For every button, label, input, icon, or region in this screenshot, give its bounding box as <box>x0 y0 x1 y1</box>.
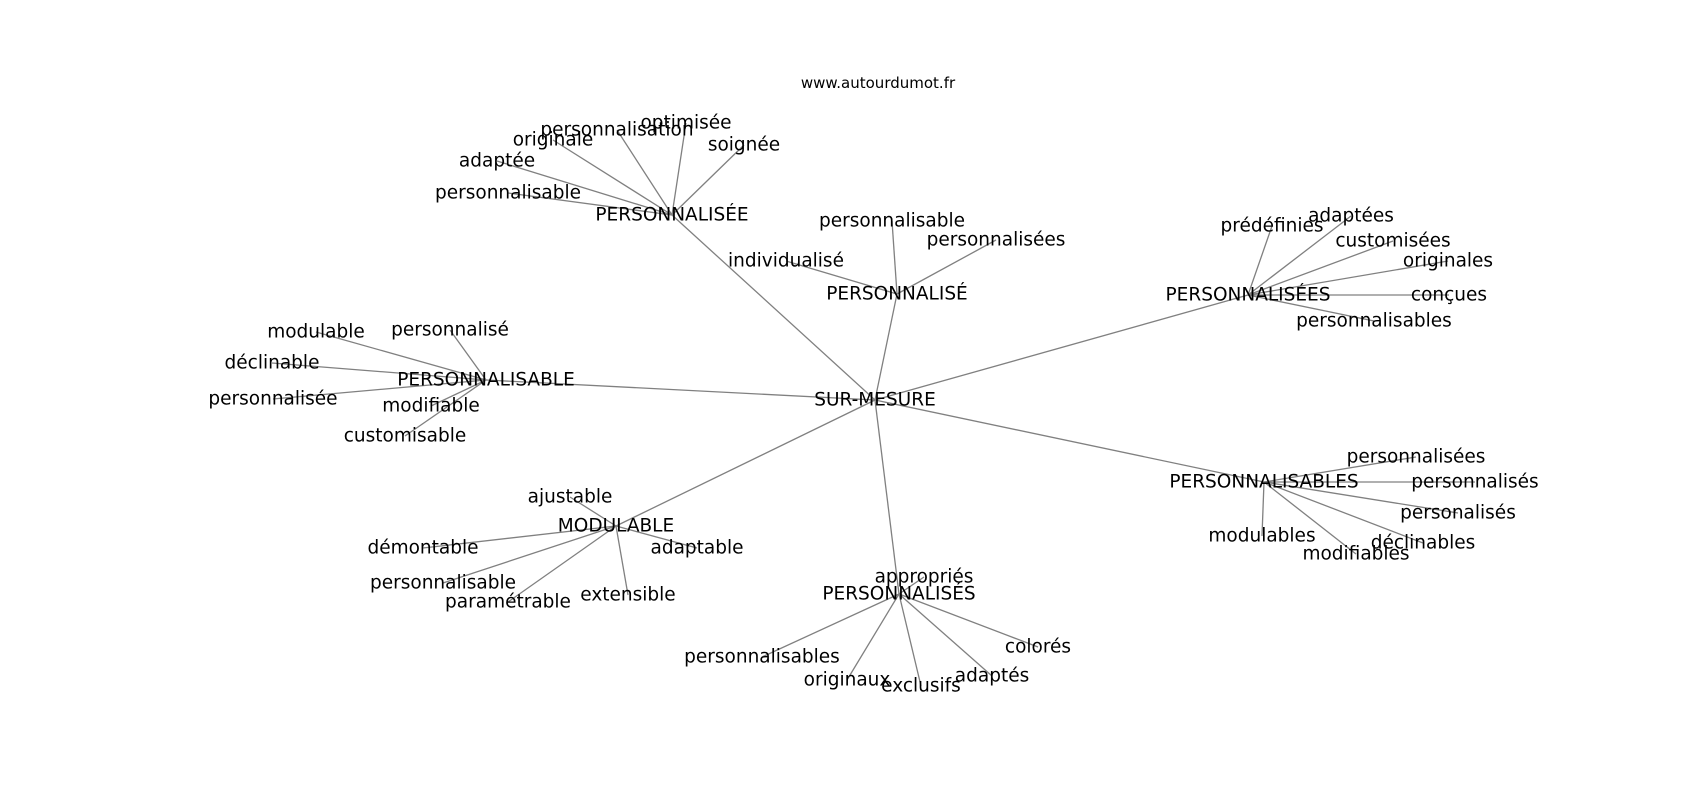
edge-h1-leaf-2 <box>552 139 673 216</box>
edge-center-h7 <box>874 399 900 595</box>
edge-h2-leaf-0 <box>785 260 898 295</box>
leaf-node-h1-2[interactable]: originale <box>513 130 594 151</box>
leaf-node-h6-0[interactable]: ajustable <box>528 487 613 508</box>
edge-h1-leaf-3 <box>616 129 673 216</box>
center-node[interactable]: SUR-MESURE <box>814 390 936 411</box>
edge-h4-leaf-0 <box>315 331 487 381</box>
edge-h4-leaf-1 <box>449 329 487 381</box>
leaf-node-h5-0[interactable]: personnalisées <box>1347 447 1486 468</box>
edge-h4-leaf-3 <box>272 379 487 400</box>
edge-h6-leaf-3 <box>442 525 617 584</box>
leaf-node-h4-3[interactable]: personnalisée <box>208 389 337 410</box>
leaf-node-h1-0[interactable]: personnalisable <box>435 183 581 204</box>
leaf-node-h2-1[interactable]: personnalisable <box>819 211 965 232</box>
leaf-node-h2-0[interactable]: individualisé <box>728 251 844 272</box>
edge-h7-leaf-5 <box>898 593 1039 648</box>
edge-h7-leaf-0 <box>898 576 925 595</box>
leaf-node-h5-4[interactable]: modifiables <box>1302 544 1409 565</box>
leaf-node-h4-1[interactable]: personnalisé <box>391 320 509 341</box>
leaf-node-h3-2[interactable]: customisées <box>1335 231 1450 252</box>
edge-h7-leaf-4 <box>898 593 993 677</box>
edges <box>271 122 1475 687</box>
edge-h1-leaf-1 <box>496 160 673 216</box>
hub-node-h4[interactable]: PERSONNALISABLE <box>397 370 575 391</box>
edge-h4-leaf-2 <box>271 362 487 381</box>
edge-h5-leaf-0 <box>1263 456 1417 483</box>
hub-node-h6[interactable]: MODULABLE <box>558 516 674 537</box>
leaf-node-h6-5[interactable]: extensible <box>580 585 675 606</box>
edge-h7-leaf-2 <box>846 593 900 681</box>
edge-h5-leaf-3 <box>1263 481 1424 544</box>
node-labels: SUR-MESURE PERSONNALISÉE personnalisable ad… <box>208 113 1538 697</box>
edge-h5-leaf-5 <box>1261 481 1265 537</box>
leaf-node-h3-3[interactable]: originales <box>1403 251 1493 272</box>
edge-h7-leaf-1 <box>761 593 900 658</box>
leaf-node-h7-2[interactable]: originaux <box>804 670 891 691</box>
edge-h6-leaf-5 <box>615 525 629 596</box>
leaf-node-h6-1[interactable]: démontable <box>367 538 478 559</box>
edge-h6-leaf-4 <box>507 525 617 603</box>
edge-h1-leaf-4 <box>671 122 687 216</box>
edge-h3-leaf-2 <box>1247 240 1394 296</box>
leaf-node-h6-3[interactable]: personnalisable <box>370 573 516 594</box>
edge-center-h1 <box>671 214 876 401</box>
leaf-node-h6-2[interactable]: adaptable <box>650 538 743 559</box>
edge-h1-leaf-5 <box>671 144 745 216</box>
source-label: www.autourdumot.fr <box>801 74 956 92</box>
edge-h6-leaf-0 <box>569 496 617 527</box>
leaf-node-h3-1[interactable]: adaptées <box>1308 206 1394 227</box>
edge-h6-leaf-1 <box>422 525 617 549</box>
edge-h7-leaf-3 <box>898 593 922 687</box>
leaf-node-h1-3[interactable]: personnalisation <box>540 120 693 141</box>
leaf-node-h7-0[interactable]: appropriés <box>875 567 974 588</box>
edge-h5-leaf-4 <box>1263 481 1357 555</box>
edge-center-h4 <box>485 379 876 401</box>
leaf-node-h4-4[interactable]: modifiable <box>382 396 479 417</box>
edge-center-h6 <box>615 399 876 527</box>
edge-h4-leaf-4 <box>430 379 487 407</box>
hub-node-h7[interactable]: PERSONNALISÉS <box>822 583 975 605</box>
edge-center-h3 <box>874 294 1249 401</box>
leaf-node-h7-4[interactable]: adaptés <box>955 666 1029 687</box>
edge-h2-leaf-1 <box>891 220 898 295</box>
leaf-node-h7-1[interactable]: personnalisables <box>684 647 840 668</box>
leaf-node-h7-5[interactable]: colorés <box>1005 637 1071 658</box>
leaf-node-h3-0[interactable]: prédéfinies <box>1221 216 1324 237</box>
edge-h4-leaf-5 <box>404 379 487 437</box>
edge-center-h2 <box>874 293 898 401</box>
hub-node-h5[interactable]: PERSONNALISABLES <box>1169 472 1358 493</box>
leaf-node-h2-2[interactable]: personnalisées <box>927 230 1066 251</box>
leaf-node-h6-4[interactable]: paramétrable <box>445 592 571 613</box>
edge-center-h5 <box>874 399 1265 483</box>
leaf-node-h4-2[interactable]: déclinable <box>225 353 320 374</box>
edge-h3-leaf-0 <box>1247 225 1273 296</box>
edge-h3-leaf-3 <box>1247 260 1449 296</box>
leaf-node-h7-3[interactable]: exclusifs <box>881 676 961 697</box>
edge-h3-leaf-1 <box>1247 215 1352 296</box>
leaf-node-h5-5[interactable]: modulables <box>1208 526 1315 547</box>
edge-h1-leaf-0 <box>507 192 673 216</box>
leaf-node-h5-2[interactable]: personalisés <box>1400 503 1516 524</box>
leaf-node-h1-5[interactable]: soignée <box>708 135 780 156</box>
leaf-node-h4-5[interactable]: customisable <box>344 426 467 447</box>
leaf-node-h3-4[interactable]: conçues <box>1411 285 1487 306</box>
hub-node-h3[interactable]: PERSONNALISÉES <box>1166 284 1331 306</box>
hub-node-h2[interactable]: PERSONNALISÉ <box>826 283 968 305</box>
edge-h5-leaf-2 <box>1263 481 1459 514</box>
leaf-node-h1-1[interactable]: adaptée <box>459 151 535 172</box>
leaf-node-h5-1[interactable]: personnalisés <box>1411 472 1538 493</box>
leaf-node-h3-5[interactable]: personnalisables <box>1296 311 1452 332</box>
edge-h3-leaf-5 <box>1247 294 1375 322</box>
hub-node-h1[interactable]: PERSONNALISÉE <box>595 204 748 226</box>
leaf-node-h4-0[interactable]: modulable <box>267 322 365 343</box>
leaf-node-h1-4[interactable]: optimisée <box>640 113 731 134</box>
edge-h2-leaf-2 <box>896 239 997 295</box>
edge-h6-leaf-2 <box>615 525 698 549</box>
leaf-node-h5-3[interactable]: déclinables <box>1371 533 1476 554</box>
